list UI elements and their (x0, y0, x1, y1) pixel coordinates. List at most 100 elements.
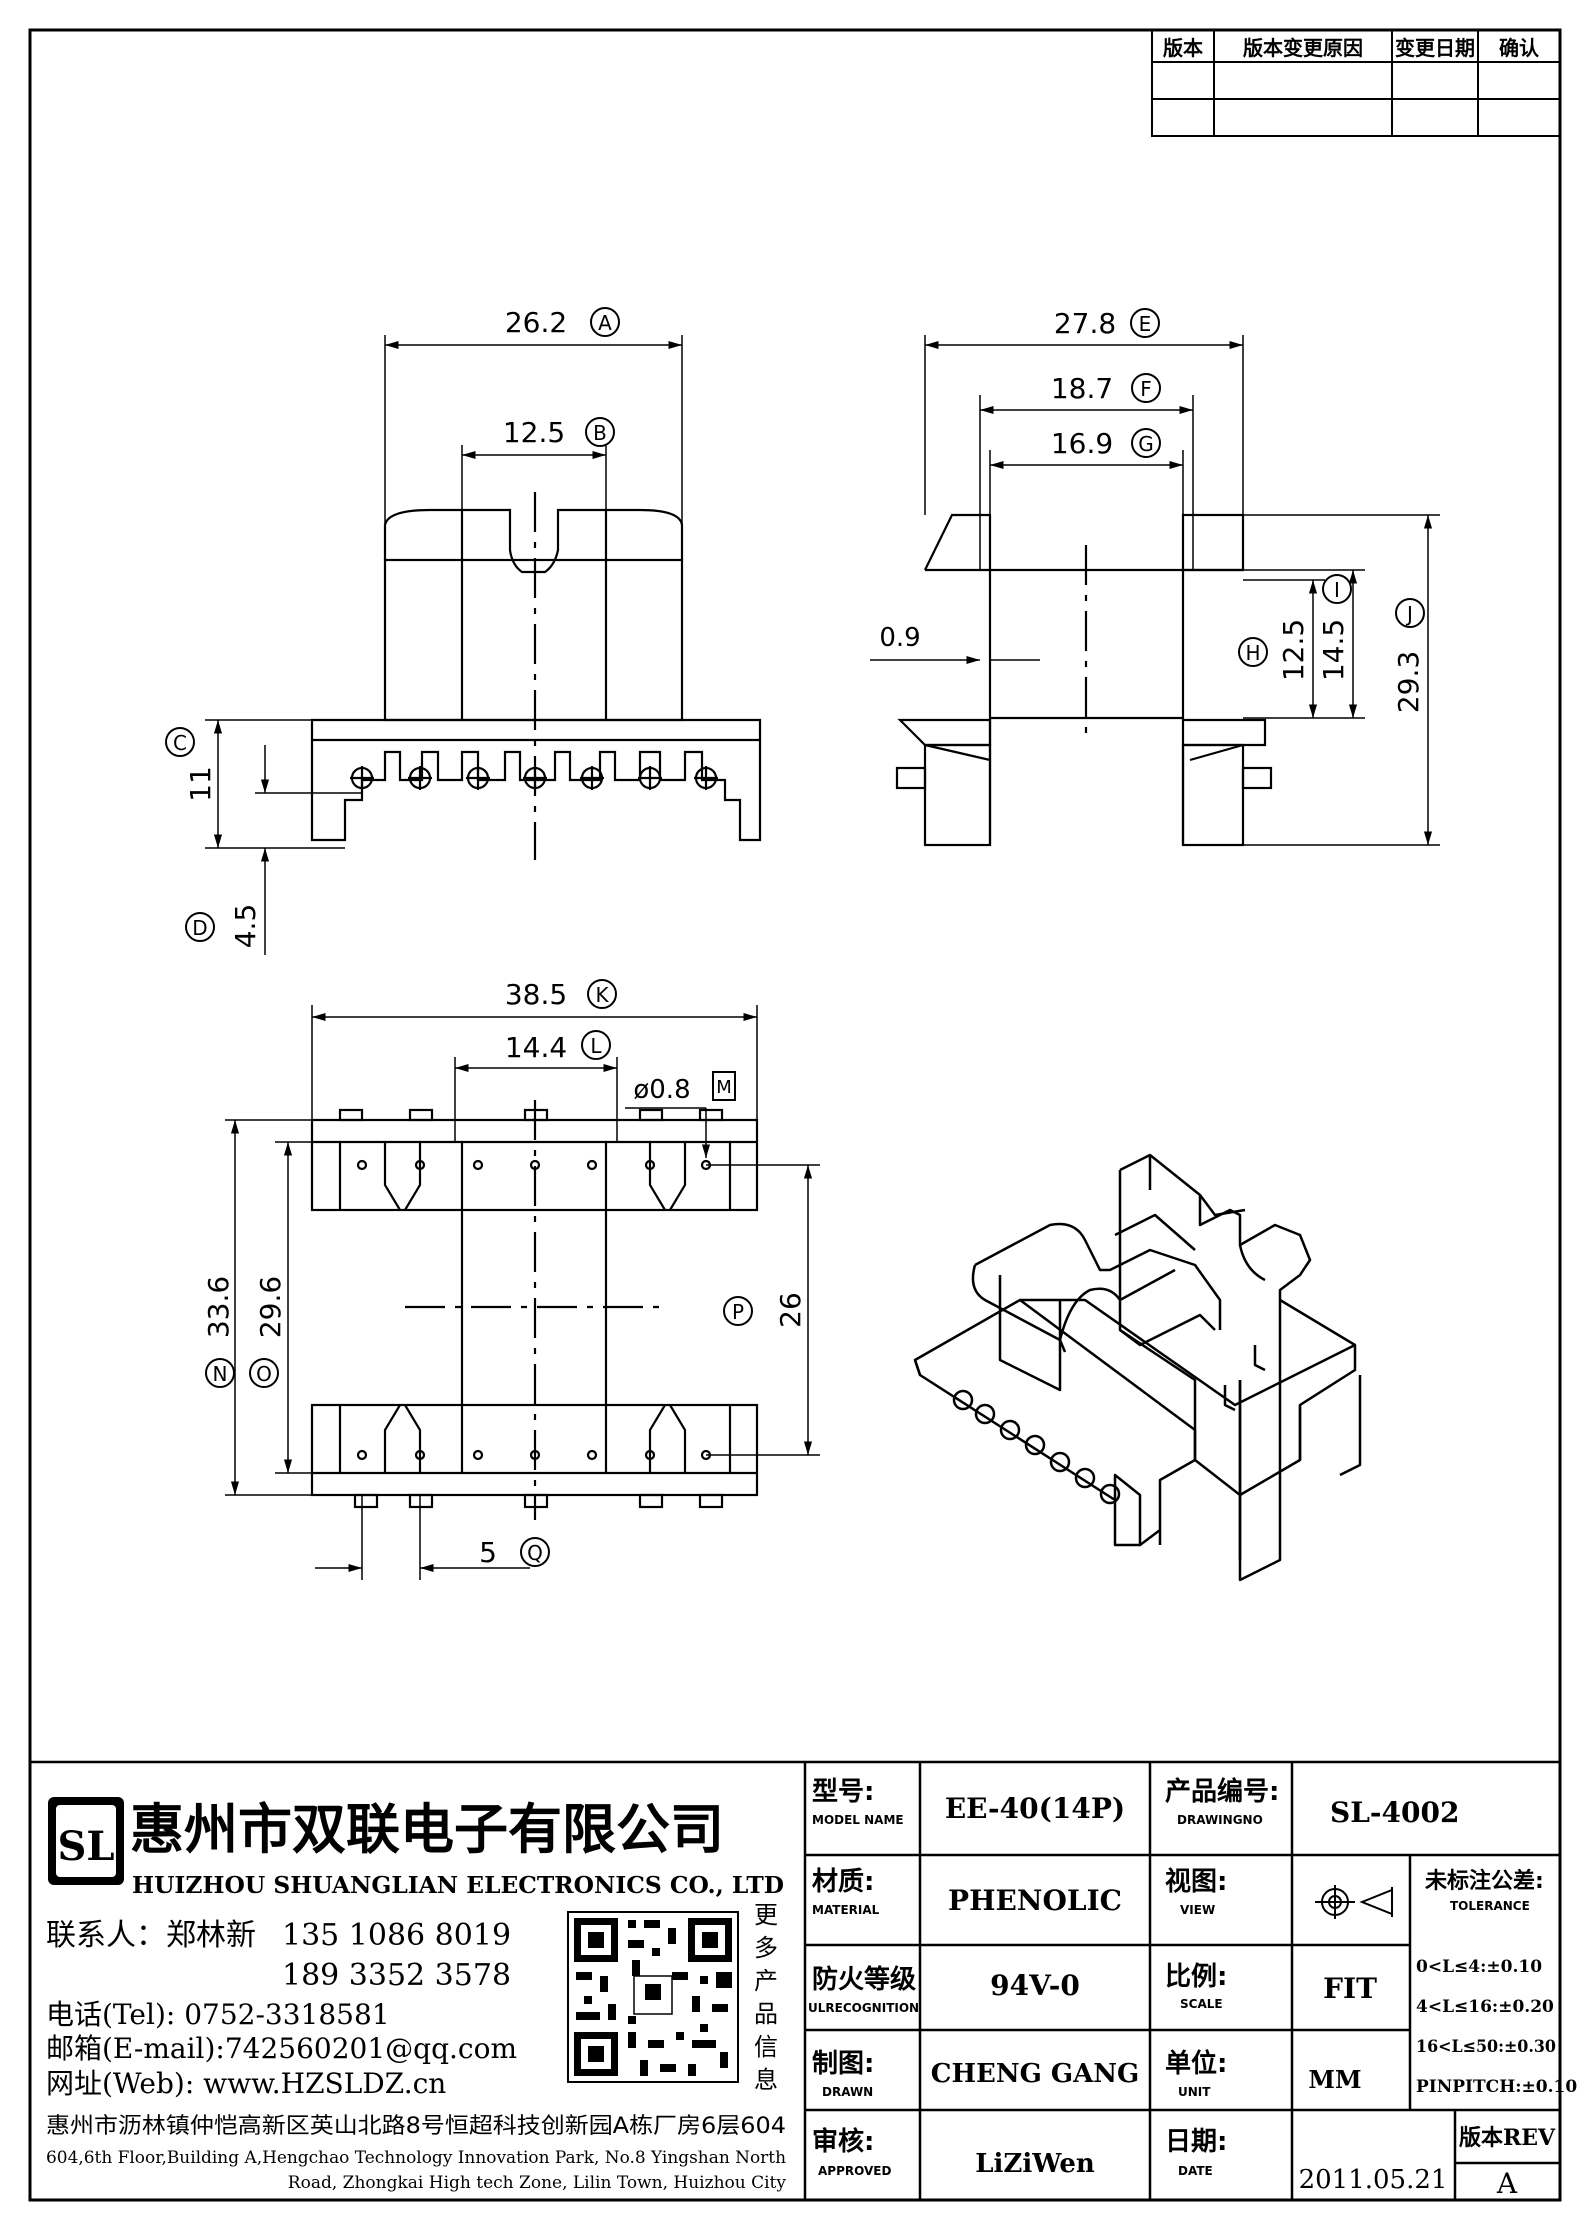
date-value: 2011.05.21 (1299, 2165, 1448, 2195)
drawing-no-value: SL-4002 (1330, 1796, 1459, 1829)
sheet-border (28, 28, 1562, 2202)
dim-J-value: 29.3 (1392, 651, 1425, 713)
qr-code (567, 1911, 739, 2083)
dim-M-value: ø0.8 (633, 1075, 690, 1105)
dim-letter-N: N (213, 1362, 228, 1386)
drawn-label-en: DRAWN (822, 2085, 873, 2099)
contact-phone-2: 189 3352 3578 (282, 1958, 511, 1993)
dim-letter-E: E (1139, 312, 1152, 336)
contact-tel: 电话(Tel): 0752-3318581 (46, 1998, 390, 2031)
model-value: EE-40(14P) (945, 1792, 1125, 1825)
tolerance-line-1: 0<L≤4:±0.10 (1416, 1957, 1542, 1977)
dim-letter-P: P (732, 1300, 744, 1324)
title-block-grid (30, 1760, 1560, 2200)
scale-label-cn: 比例: (1165, 1962, 1227, 1992)
approved-label-cn: 审核: (812, 2126, 874, 2157)
dim-letter-M: M (716, 1077, 732, 1098)
isometric-view (913, 1153, 1362, 1582)
scale-label-en: SCALE (1180, 1997, 1223, 2011)
dim-letter-B: B (593, 421, 607, 445)
side-view (895, 513, 1273, 847)
qr-caption-2: 多 (754, 1934, 778, 1962)
rev-header-version: 版本 (1163, 36, 1203, 60)
view-label-cn: 视图: (1165, 1867, 1227, 1897)
drawn-label-cn: 制图: (812, 2049, 874, 2079)
rev-header-confirm: 确认 (1499, 36, 1540, 60)
dim-N-value: 33.6 (202, 1276, 235, 1338)
rev-header-date: 变更日期 (1395, 36, 1475, 60)
dim-G-value: 16.9 (1051, 427, 1113, 460)
dim-L-value: 14.4 (505, 1031, 567, 1064)
dim-letter-I: I (1334, 578, 1340, 602)
tolerance-label-en: TOLERANCE (1450, 1899, 1530, 1913)
dim-B-value: 12.5 (503, 416, 565, 449)
contact-email: 邮箱(E-mail):742560201@qq.com (46, 2032, 517, 2065)
revision-table (1151, 29, 1561, 137)
material-label-en: MATERIAL (812, 1903, 880, 1917)
company-name-cn: 惠州市双联电子有限公司 (130, 1797, 724, 1861)
dimension-letter-markers (165, 307, 1425, 1567)
dim-letter-C: C (173, 731, 187, 755)
dim-letter-H: H (1245, 641, 1260, 665)
dim-H-value: 12.5 (1277, 619, 1310, 681)
company-logo: SL (48, 1797, 124, 1885)
dim-letter-G: G (1138, 432, 1154, 456)
tolerance-label-cn: 未标注公差: (1425, 1868, 1544, 1894)
logo-text: SL (57, 1823, 114, 1870)
dim-K-value: 38.5 (505, 978, 567, 1011)
qr-caption-1: 更 (754, 1901, 778, 1929)
dim-letter-F: F (1140, 377, 1152, 401)
dim-I-value: 14.5 (1317, 619, 1350, 681)
contact-web: 网址(Web): www.HZSLDZ.cn (46, 2067, 446, 2100)
projection-symbol-icon (1315, 1885, 1393, 1919)
tolerance-line-4: PINPITCH:±0.10 (1416, 2077, 1577, 2097)
tolerance-line-2: 4<L≤16:±0.20 (1416, 1997, 1554, 2017)
dim-D-value: 4.5 (229, 904, 262, 949)
drawn-value: CHENG GANG (931, 2059, 1139, 2089)
rev-label: 版本REV (1459, 2125, 1556, 2151)
company-name-en: HUIZHOU SHUANGLIAN ELECTRONICS CO., LTD (132, 1872, 784, 1899)
dim-E-value: 27.8 (1054, 307, 1116, 340)
front-view (310, 492, 762, 860)
qr-caption-6: 息 (754, 2066, 778, 2094)
date-label-cn: 日期: (1165, 2127, 1227, 2157)
dim-P-value: 26 (774, 1292, 807, 1328)
dim-letter-O: O (256, 1362, 272, 1386)
dim-A-value: 26.2 (505, 306, 567, 339)
date-label-en: DATE (1178, 2164, 1213, 2178)
qr-caption-4: 品 (754, 2000, 778, 2028)
contact-phone-1: 135 1086 8019 (282, 1918, 511, 1953)
rev-value: A (1496, 2167, 1518, 2200)
dim-letter-D: D (192, 916, 207, 940)
dim-letter-J: J (1405, 602, 1413, 626)
drawing-label-en: DRAWINGNO (1177, 1813, 1263, 1827)
unit-value: MM (1308, 2065, 1361, 2094)
fire-label-en: ULRECOGNITION (808, 2001, 919, 2015)
unit-label-en: UNIT (1178, 2085, 1211, 2099)
contact-person: 联系人：郑林新 (46, 1918, 256, 1953)
dim-C-value: 11 (184, 766, 217, 802)
drawing-label-cn: 产品编号: (1165, 1776, 1279, 1807)
fire-label-cn: 防火等级 (812, 1964, 916, 1995)
dim-letter-A: A (598, 311, 612, 335)
rev-header-reason: 版本变更原因 (1243, 36, 1363, 60)
address-cn: 惠州市沥林镇仲恺高新区英山北路8号恒超科技创新园A栋厂房6层604 (46, 2114, 786, 2139)
dim-letter-Q: Q (527, 1541, 543, 1565)
material-value: PHENOLIC (948, 1884, 1122, 1917)
model-label-cn: 型号: (812, 1777, 874, 1807)
address-en-2: Road, Zhongkai High tech Zone, Lilin Tow… (288, 2173, 787, 2193)
view-label-en: VIEW (1180, 1903, 1215, 1917)
model-label-en: MODEL NAME (812, 1813, 904, 1827)
dim-F-value: 18.7 (1051, 372, 1113, 405)
qr-caption-5: 信 (754, 2033, 778, 2061)
material-label-cn: 材质: (812, 1867, 874, 1897)
dim-O-value: 29.6 (254, 1276, 287, 1338)
unit-label-cn: 单位: (1165, 2048, 1227, 2079)
approved-value: LiZiWen (975, 2149, 1095, 2179)
dim-letter-K: K (595, 983, 609, 1007)
dim-letter-L: L (590, 1034, 602, 1058)
bottom-view (310, 1100, 759, 1520)
address-en-1: 604,6th Floor,Building A,Hengchao Techno… (46, 2148, 786, 2168)
dim-side-wall-value: 0.9 (879, 623, 920, 653)
fire-rating-value: 94V-0 (990, 1969, 1080, 2002)
